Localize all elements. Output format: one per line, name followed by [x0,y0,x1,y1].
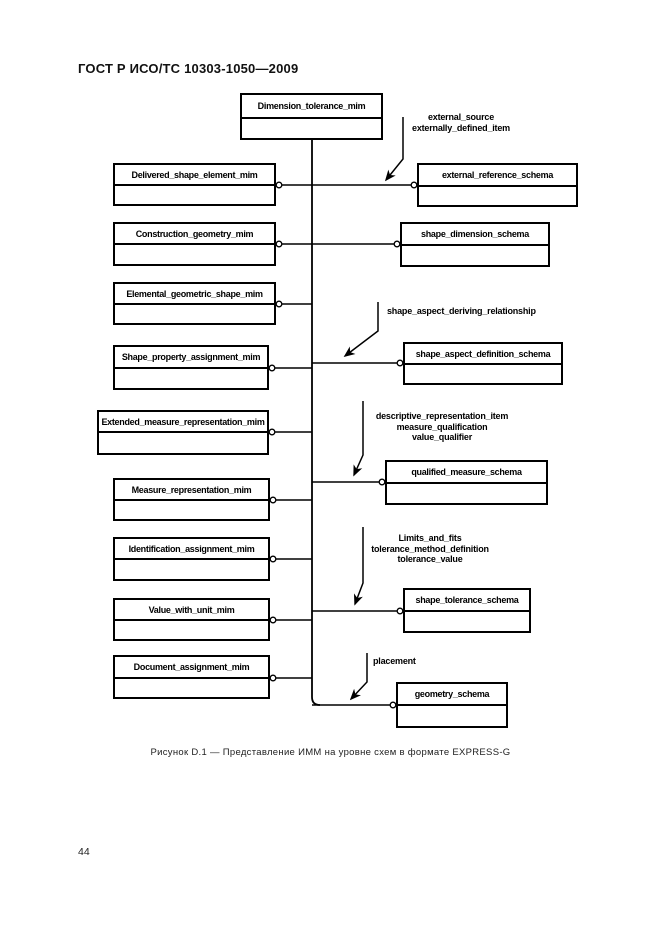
entity-qualified-measure-schema: qualified_measure_schema [385,460,548,505]
entity-geometry-schema: geometry_schema [396,682,508,728]
entity-empty-compartment [115,369,267,388]
entity-construction-geometry-mim: Construction_geometry_mim [113,222,276,266]
entity-empty-compartment [405,612,529,631]
entity-document-assignment-mim: Document_assignment_mim [113,655,270,699]
entity-shape-dimension-schema: shape_dimension_schema [400,222,550,267]
entity-empty-compartment [115,501,268,519]
entity-empty-compartment [402,246,548,265]
entity-identification-assignment-mim: Identification_assignment_mim [113,537,270,581]
entity-elemental-geometric-shape-mim: Elemental_geometric_shape_mim [113,282,276,325]
entity-empty-compartment [115,621,268,639]
entity-empty-compartment [115,245,274,264]
entity-label: Delivered_shape_element_mim [115,165,274,186]
connection-circle [410,181,418,189]
connection-circle [396,359,404,367]
page-number: 44 [78,846,90,858]
document-header: ГОСТ Р ИСО/ТС 10303-1050—2009 [78,61,299,76]
entity-dimension-tolerance-mim: Dimension_tolerance_mim [240,93,383,140]
entity-empty-compartment [242,119,381,138]
entity-delivered-shape-element-mim: Delivered_shape_element_mim [113,163,276,206]
connection-circle [275,181,283,189]
entity-shape-property-assignment-mim: Shape_property_assignment_mim [113,345,269,390]
connection-circle [393,240,401,248]
connection-circle [269,616,277,624]
entity-label: Value_with_unit_mim [115,600,268,621]
entity-shape-tolerance-schema: shape_tolerance_schema [403,588,531,633]
connection-circle [269,674,277,682]
connection-circle [275,240,283,248]
figure-caption: Рисунок D.1 — Представление ИММ на уровн… [150,747,511,758]
entity-label: Construction_geometry_mim [115,224,274,245]
entity-label: Dimension_tolerance_mim [242,95,381,119]
entity-external-reference-schema: external_reference_schema [417,163,578,207]
connection-circle [268,364,276,372]
entity-label: Measure_representation_mim [115,480,268,501]
connection-circle [275,300,283,308]
external-source-arrow [384,117,404,182]
entity-label: shape_tolerance_schema [405,590,529,612]
entity-label: Shape_property_assignment_mim [115,347,267,369]
connection-circle [269,496,277,504]
entity-value-with-unit-mim: Value_with_unit_mim [113,598,270,641]
connection-circle [396,607,404,615]
placement-arrow [349,653,368,701]
entity-empty-compartment [419,187,576,205]
placement-label: placement [373,656,416,666]
entity-shape-aspect-definition-schema: shape_aspect_definition_schema [403,342,563,385]
entity-label: shape_dimension_schema [402,224,548,246]
connection-circle [268,428,276,436]
shape-aspect-deriving-relationship-arrow [343,302,379,358]
entity-empty-compartment [99,433,267,453]
descriptive-representation-item-arrow [353,401,364,477]
entity-label: shape_aspect_definition_schema [405,344,561,365]
entity-empty-compartment [405,365,561,383]
entity-empty-compartment [398,706,506,726]
entity-label: external_reference_schema [419,165,576,187]
entity-measure-representation-mim: Measure_representation_mim [113,478,270,521]
limits-and-fits-arrow [353,527,364,606]
entity-extended-measure-representation-mim: Extended_measure_representation_mim [97,410,269,455]
connection-circle [389,701,397,709]
entity-empty-compartment [115,679,268,697]
entity-label: geometry_schema [398,684,506,706]
entity-empty-compartment [387,484,546,503]
entity-label: Identification_assignment_mim [115,539,268,560]
entity-empty-compartment [115,560,268,579]
connection-circle [378,478,386,486]
entity-label: Elemental_geometric_shape_mim [115,284,274,305]
connection-circle [269,555,277,563]
entity-label: qualified_measure_schema [387,462,546,484]
entity-empty-compartment [115,186,274,204]
entity-label: Extended_measure_representation_mim [99,412,267,433]
entity-empty-compartment [115,305,274,323]
entity-label: Document_assignment_mim [115,657,268,679]
shape-aspect-deriving-relationship-label: shape_aspect_deriving_relationship [387,306,536,316]
